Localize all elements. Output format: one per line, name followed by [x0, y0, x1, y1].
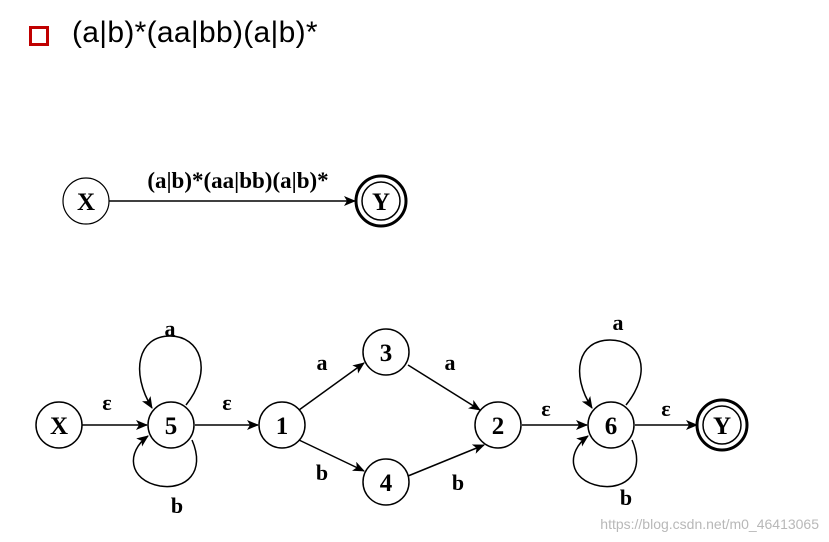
- state-y-outer: [695, 398, 749, 452]
- loop-5-bottom: [132, 435, 198, 488]
- simple-diagram: (a|b)*(aa|bb)(a|b)* X Y: [62, 168, 408, 228]
- state-1-label: 1: [276, 413, 289, 440]
- page-title: (a|b)*(aa|bb)(a|b)*: [72, 16, 318, 49]
- simple-edge-label: (a|b)*(aa|bb)(a|b)*: [147, 168, 328, 193]
- state-4-label: 4: [380, 470, 393, 497]
- simple-accept-state-inner: [361, 181, 401, 221]
- label-5-loop-bottom: b: [171, 493, 183, 518]
- state-y-inner: [702, 405, 742, 445]
- state-2-label: 2: [492, 413, 505, 440]
- state-5: [147, 401, 195, 449]
- nfa-nodes: X 5 1 3 4 2 6 Y: [35, 328, 749, 506]
- edge-4-2: [407, 444, 485, 477]
- label-6-y: ε: [661, 396, 670, 421]
- label-4-2: b: [452, 470, 464, 495]
- state-2: [474, 401, 522, 449]
- label-1-4: b: [316, 460, 328, 485]
- label-6-loop-bottom: b: [620, 485, 632, 510]
- bullet-square-icon: [29, 26, 49, 46]
- label-x-5: ε: [102, 390, 111, 415]
- watermark: https://blog.csdn.net/m0_46413065: [600, 516, 819, 532]
- state-y-label: Y: [713, 413, 731, 440]
- label-6-loop-top: a: [613, 310, 624, 335]
- state-6: [587, 401, 635, 449]
- state-3: [362, 328, 410, 376]
- nfa-edge-labels: ε a b ε a b a b ε a b ε: [102, 310, 670, 518]
- edge-3-2: [407, 364, 481, 411]
- label-1-3: a: [317, 350, 328, 375]
- label-5-loop-top: a: [165, 316, 176, 341]
- simple-start-state: [62, 177, 110, 225]
- simple-accept-state-label: Y: [372, 189, 390, 216]
- state-5-label: 5: [165, 413, 178, 440]
- simple-accept-state-outer: [354, 174, 408, 228]
- loop-6-bottom: [572, 435, 638, 488]
- label-2-6: ε: [541, 396, 550, 421]
- loop-5-top: [138, 335, 202, 409]
- edge-1-3: [298, 362, 365, 411]
- loop-6-top: [578, 339, 642, 409]
- simple-start-state-label: X: [77, 189, 95, 216]
- nfa-edges: [82, 335, 698, 488]
- state-x: [35, 401, 83, 449]
- state-1: [258, 401, 306, 449]
- state-x-label: X: [50, 413, 68, 440]
- label-5-1: ε: [222, 390, 231, 415]
- edge-1-4: [298, 439, 365, 472]
- label-3-2: a: [445, 350, 456, 375]
- state-6-label: 6: [605, 413, 618, 440]
- state-4: [362, 458, 410, 506]
- state-3-label: 3: [380, 340, 393, 367]
